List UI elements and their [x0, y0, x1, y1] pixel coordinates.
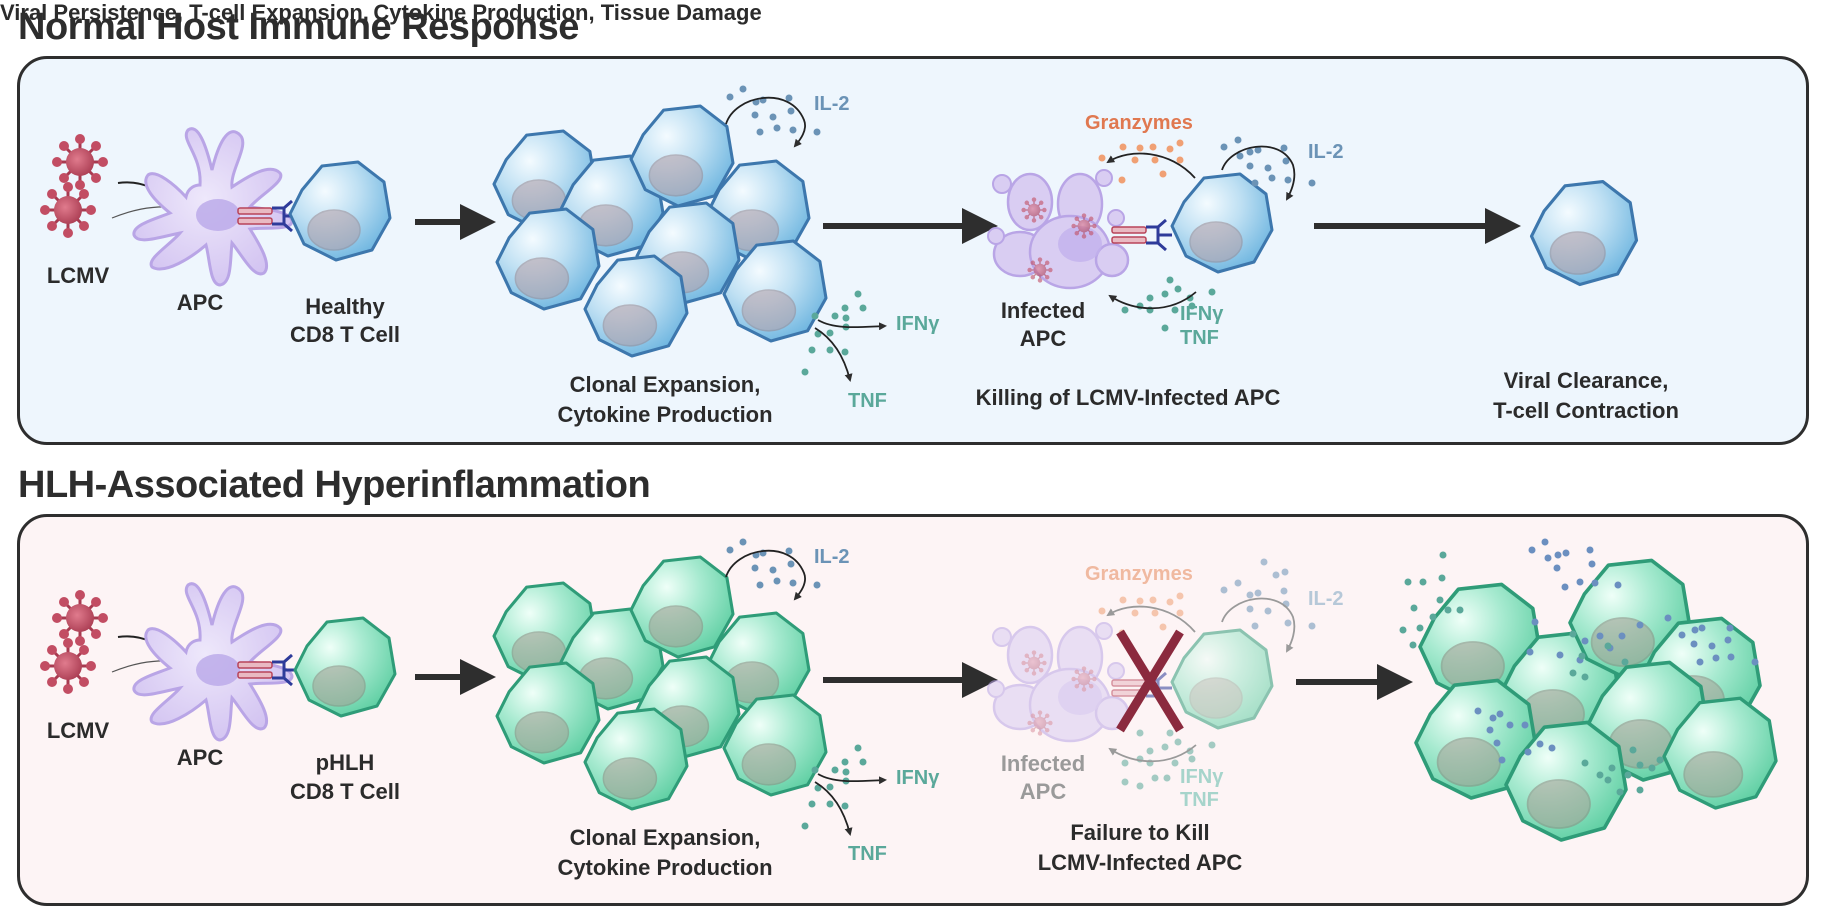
label-ifng: IFNγ	[1180, 766, 1224, 788]
panel-1-graphics: LCMV APC Healthy CD8 T Cell	[38, 85, 1679, 427]
label-ifng: IFNγ	[896, 767, 940, 789]
il2-cytokine-dots	[726, 85, 821, 136]
healthy-t-cell-icon	[288, 160, 392, 262]
tnf-secretion-arrow	[814, 781, 853, 836]
il2-autocrine-arrow	[725, 549, 806, 601]
memory-t-cell-icon	[1529, 180, 1639, 287]
il2-autocrine-arrow	[1221, 145, 1296, 201]
label-stage3-line1: Failure to Kill	[1070, 820, 1209, 845]
granzyme-dots	[1098, 139, 1184, 184]
label-t-cell-line2: CD8 T Cell	[290, 322, 400, 347]
ifng-tnf-release-arrow	[1108, 291, 1197, 310]
label-infected-line2: APC	[1020, 779, 1067, 804]
infected-apc-icon	[988, 170, 1128, 288]
label-stage4-line2: T-cell Contraction	[1493, 398, 1679, 423]
granzyme-release-arrow	[1106, 152, 1196, 179]
label-expansion-line2: Cytokine Production	[557, 855, 772, 880]
tnf-secretion-arrow	[814, 327, 853, 382]
label-stage3-line1: Killing of LCMV-Infected APC	[976, 385, 1281, 410]
label-lcmv: LCMV	[47, 718, 110, 743]
label-t-cell-line1: Healthy	[305, 294, 385, 319]
label-il2: IL-2	[814, 546, 850, 568]
phlh-effector-t-cell-icon	[1170, 628, 1274, 730]
ifng-secretion-arrow	[817, 773, 887, 785]
blocked-killing-x-icon	[1116, 629, 1184, 733]
section-title-normal: Normal Host Immune Response	[18, 6, 579, 48]
label-tnf: TNF	[848, 843, 887, 865]
label-t-cell-line1: pHLH	[316, 750, 375, 775]
effector-t-cell-icon	[1170, 172, 1274, 274]
hyperinflammation-cluster-icon	[1414, 558, 1778, 842]
granzyme-release-arrow	[1106, 605, 1196, 633]
label-infected-line1: Infected	[1001, 298, 1085, 323]
ifng-tnf-cytokine-dots	[801, 744, 867, 830]
label-ifng: IFNγ	[1180, 303, 1224, 325]
label-infected-line2: APC	[1020, 326, 1067, 351]
il2-autocrine-arrow	[725, 96, 806, 148]
label-stage4-line2: Cytokine Production, Tissue Damage	[373, 0, 762, 25]
ifng-secretion-arrow	[817, 319, 887, 331]
label-il2: IL-2	[1308, 141, 1344, 163]
cytokine-storm-dots	[1474, 538, 1759, 764]
label-tnf: TNF	[1180, 327, 1219, 349]
label-stage4-line1: Viral Clearance,	[1504, 368, 1669, 393]
section-title-hlh: HLH-Associated Hyperinflammation	[18, 464, 651, 506]
lcmv-virus-icon	[38, 132, 110, 240]
label-stage4-line1: Viral Persistence, T-cell Expansion,	[0, 0, 369, 25]
il2-cytokine-dots	[1220, 558, 1316, 630]
label-infected-line1: Infected	[1001, 751, 1085, 776]
clonal-expansion-cluster-icon	[492, 104, 828, 358]
label-expansion-line1: Clonal Expansion,	[570, 372, 761, 397]
label-granzymes: Granzymes	[1085, 112, 1193, 134]
label-apc: APC	[177, 745, 224, 770]
il2-cytokine-dots	[726, 538, 821, 589]
panel-2-graphics: LCMV APC pHLH CD8 T Cell IL-2	[38, 538, 1778, 880]
ifng-tnf-cytokine-dots	[801, 290, 867, 376]
label-t-cell-line2: CD8 T Cell	[290, 779, 400, 804]
label-apc: APC	[177, 290, 224, 315]
label-lcmv: LCMV	[47, 263, 110, 288]
label-expansion-line1: Clonal Expansion,	[570, 825, 761, 850]
label-ifng: IFNγ	[896, 313, 940, 335]
label-il2: IL-2	[814, 93, 850, 115]
il2-autocrine-arrow	[1221, 597, 1296, 653]
label-tnf: TNF	[1180, 789, 1219, 811]
label-stage3-line2: LCMV-Infected APC	[1038, 850, 1243, 875]
label-granzymes: Granzymes	[1085, 563, 1193, 585]
il2-cytokine-dots	[1220, 136, 1316, 187]
label-expansion-line2: Cytokine Production	[557, 402, 772, 427]
clonal-expansion-cluster-icon	[492, 555, 828, 811]
cytokine-storm-dots	[1399, 551, 1664, 796]
lcmv-virus-icon	[38, 588, 110, 696]
ifng-tnf-release-arrow	[1108, 744, 1197, 763]
label-il2: IL-2	[1308, 588, 1344, 610]
infected-apc-icon	[988, 623, 1128, 741]
phlh-t-cell-icon	[293, 616, 397, 718]
label-tnf: TNF	[848, 390, 887, 412]
